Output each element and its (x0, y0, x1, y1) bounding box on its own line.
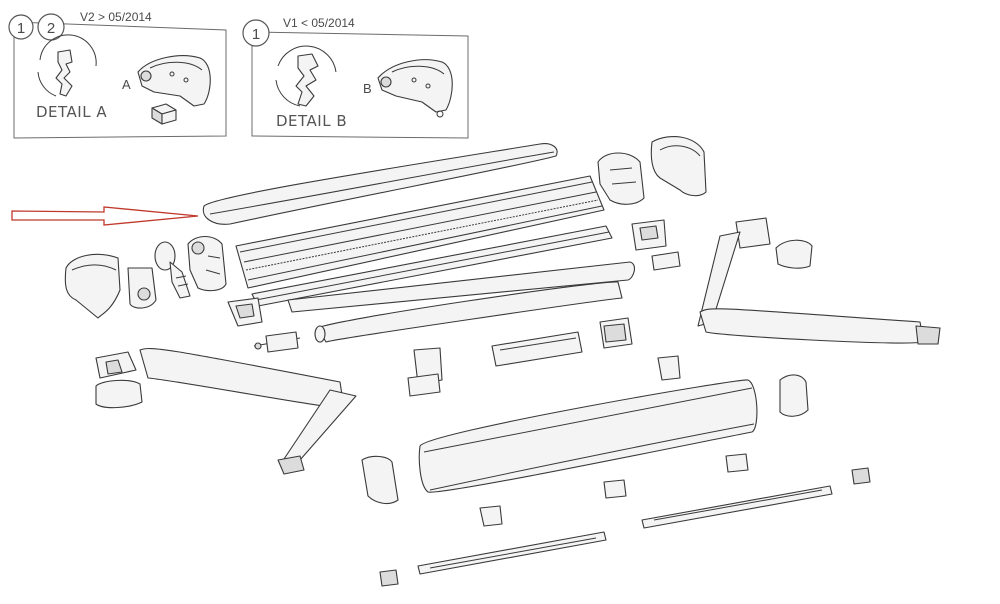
callout-a: A (122, 77, 131, 92)
right-end-cover (650, 136, 707, 197)
callout-b: B (363, 81, 372, 96)
right-drive-coupling (651, 251, 681, 271)
svg-text:1: 1 (252, 26, 260, 43)
front-right-end-cap (779, 374, 809, 417)
center-small-box (599, 317, 633, 349)
roller-tube (314, 281, 623, 343)
left-drive-shaft (253, 331, 301, 353)
end-cap-b (377, 59, 453, 118)
center-small-clip (657, 355, 681, 381)
right-arm-cover (775, 239, 813, 269)
detail-b-profile (275, 45, 337, 107)
spring-motor (154, 241, 191, 299)
detail-box-v1: 1 V1 < 05/2014 DETAIL B B (242, 16, 469, 139)
bottom-small-clips (479, 453, 749, 527)
badge-1-b (242, 19, 270, 47)
bottom-rail-right (641, 467, 871, 529)
detail-box-v2: 1 2 V2 > 05/2014 DETAIL A A (8, 10, 227, 139)
right-arm (697, 217, 941, 345)
fabric-profile (235, 175, 605, 289)
left-arm (95, 347, 357, 475)
version-label: V2 > 05/2014 (80, 10, 152, 24)
left-gear-housing (187, 235, 227, 292)
top-cover (202, 143, 558, 225)
detail-a-profile (37, 34, 97, 97)
arrow-right-icon (11, 206, 199, 226)
bottom-rail-left (379, 531, 607, 587)
clip-block (151, 103, 177, 125)
version-label-b: V1 < 05/2014 (283, 16, 355, 30)
left-end-cover (64, 253, 121, 319)
right-mount-clip (631, 219, 667, 251)
left-mount-clip (227, 297, 263, 327)
right-gear-housing (597, 152, 645, 205)
svg-text:2: 2 (47, 20, 55, 37)
center-bracket (407, 347, 443, 397)
center-guide-strip (491, 331, 583, 367)
detail-a-caption: DETAIL A (36, 103, 107, 121)
detail-b-caption: DETAIL B (276, 112, 347, 130)
end-cap-a (137, 55, 211, 107)
front-left-end-cap (361, 455, 399, 505)
left-bracket (127, 267, 157, 309)
svg-text:1: 1 (17, 20, 25, 37)
badge-1 (8, 14, 34, 40)
lower-rail-2 (287, 261, 636, 313)
front-profile (418, 379, 758, 493)
